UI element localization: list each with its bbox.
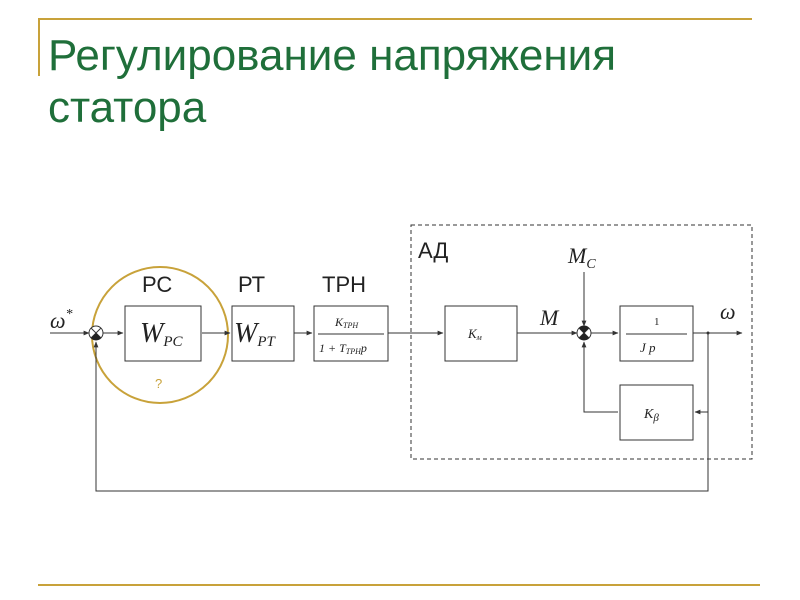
trn-numerator: KТРН [334, 315, 359, 330]
summing-junction-1 [88, 325, 104, 341]
integrator-numerator: 1 [654, 316, 660, 328]
label-rt: РТ [238, 272, 265, 297]
block-speed-regulator [124, 305, 202, 362]
motor-dashed-boundary [410, 224, 753, 460]
question-mark: ? [155, 376, 162, 391]
k-beta-label: Kβ [643, 407, 659, 424]
label-trn: ТРН [322, 272, 366, 297]
signal-lines [50, 272, 743, 492]
output-omega-label: ω [720, 299, 736, 324]
km-label: Kм [467, 326, 482, 342]
block-current-regulator [231, 305, 295, 362]
wrs-label: WРС [140, 318, 183, 350]
top-left-decor-bar [38, 18, 40, 76]
trn-denominator: 1 + TТРНp [319, 341, 367, 356]
branch-point [706, 331, 710, 335]
block-motor-gain [444, 305, 518, 362]
summing-junction-2 [576, 325, 592, 341]
integrator-denominator: J p [640, 340, 656, 355]
block-k-beta [619, 384, 694, 441]
input-omega-label: ω* [50, 307, 73, 333]
title-line-2: статора [48, 83, 207, 132]
label-rs: РС [142, 272, 172, 297]
bottom-decor-line [38, 584, 760, 586]
torque-m-label: M [539, 305, 560, 330]
top-decor-line [38, 18, 752, 20]
wrt-label: WРТ [234, 318, 276, 350]
slide-title: Регулирование напряжения статора [48, 30, 616, 134]
load-torque-label: MС [567, 243, 596, 272]
label-ad: АД [418, 238, 448, 263]
title-line-1: Регулирование напряжения [48, 31, 617, 80]
